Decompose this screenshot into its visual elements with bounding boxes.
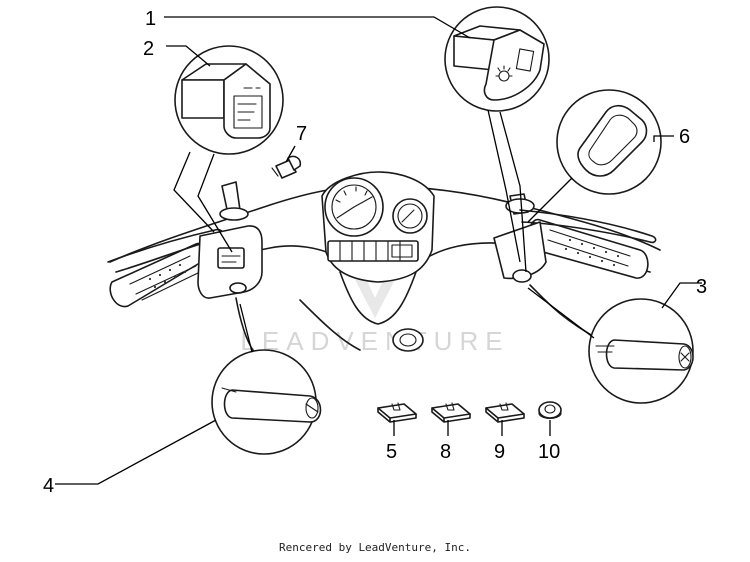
watermark-text: LEADVENTURE [240, 326, 509, 356]
callout-1: 1 [145, 8, 156, 30]
clip-part-9 [485, 402, 525, 423]
right-switch-housing [493, 221, 547, 283]
callout-4: 4 [43, 475, 54, 497]
detail-circle-left-grip [211, 349, 322, 455]
detail-circle-gasket [556, 89, 662, 195]
clip-part-5 [377, 402, 417, 423]
credit-text: Rencered by LeadVenture, Inc. [278, 541, 472, 554]
ignition-lock-icon [392, 328, 424, 352]
clip-part-8 [431, 402, 471, 423]
callout-8: 8 [440, 441, 451, 463]
detail-circle-left-switch [174, 45, 284, 155]
left-switch-housing [197, 225, 263, 299]
light-bulb-icon [495, 65, 513, 82]
handlebar-assembly [107, 171, 661, 353]
left-mirror-stem [219, 181, 249, 221]
detail-circle-right-grip [588, 298, 694, 404]
callout-6: 6 [679, 126, 690, 148]
callout-5: 5 [386, 441, 397, 463]
dashboard [321, 171, 435, 325]
callout-3: 3 [696, 276, 707, 298]
callout-10: 10 [538, 441, 560, 463]
callout-2: 2 [143, 38, 154, 60]
bulb-part-icon [271, 155, 302, 179]
speedometer-icon [324, 177, 384, 237]
right-mirror-stem [505, 193, 535, 215]
callout-7: 7 [296, 123, 307, 145]
grommet-part-10 [538, 401, 562, 420]
leader-lines [55, 16, 702, 485]
warning-light-strip [327, 240, 419, 262]
detail-circle-right-switch [444, 6, 550, 112]
fuel-gauge-icon [392, 198, 428, 234]
callout-9: 9 [494, 441, 505, 463]
watermark-logo [350, 270, 400, 318]
